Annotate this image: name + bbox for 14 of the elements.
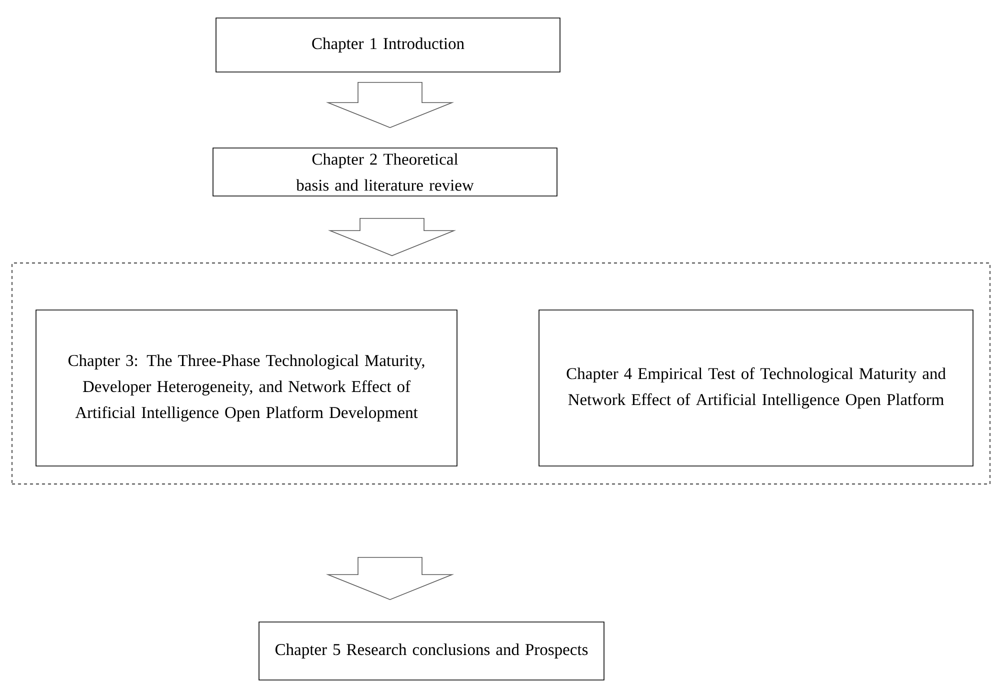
block-arrow — [326, 82, 454, 128]
chapter-text: Chapter 3: The Three-Phase Technological Maturity, Developer Heterogeneity, and Network Effect of Artificial Intelligence Open Platform Development — [68, 354, 424, 422]
block-arrow — [328, 218, 456, 256]
chapter-text: Chapter 4 Empirical Test of Technological Maturity and Network Effect of Artificial Intelligence Open Platform — [566, 367, 946, 409]
block-arrow — [326, 556, 454, 600]
chapter-text: Chapter 1 Introduction — [312, 38, 464, 52]
chapter-box — [258, 622, 604, 680]
dashed-group-frame — [12, 262, 990, 484]
chapter-box — [212, 148, 558, 196]
chapter-box — [216, 18, 560, 72]
chapter-text: Chapter 2 Theoretical basis and literature review — [296, 153, 474, 191]
chapter-box — [538, 310, 974, 466]
chapter-text: Chapter 5 Research conclusions and Prospects — [275, 644, 588, 658]
chapter-box — [36, 310, 458, 466]
